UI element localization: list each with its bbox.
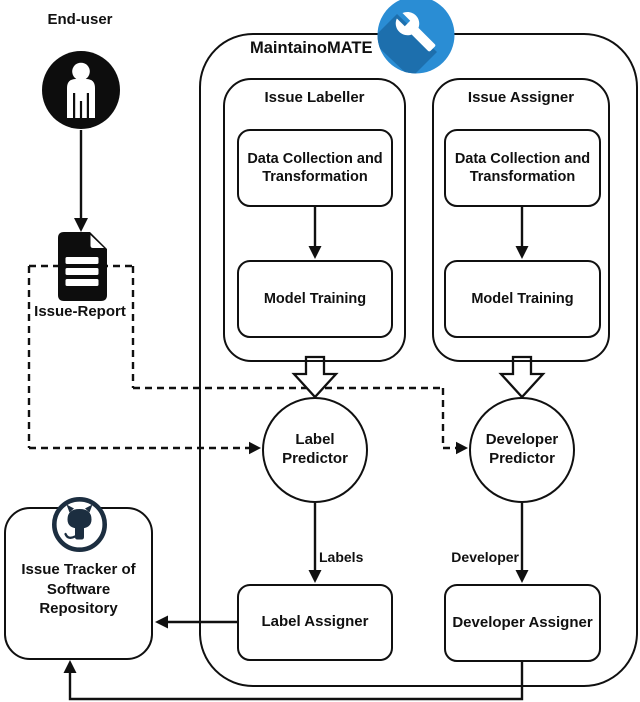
node-label-predictor: Label Predictor [262, 397, 368, 503]
document-line [65, 257, 99, 264]
arrowhead [456, 441, 468, 455]
avatar-arm-line [86, 93, 89, 118]
avatar-leg-gap [79, 101, 83, 118]
node-issue-tracker: Issue Tracker of Software Repository [4, 507, 153, 660]
developer-edge-label: Developer [451, 549, 519, 565]
document-fold [90, 235, 104, 248]
avatar-head [72, 62, 90, 81]
document-line [65, 279, 99, 286]
node-developer-assigner: Developer Assigner [444, 584, 601, 662]
maintainomate-label: MaintainoMATE [250, 39, 373, 57]
document-icon [58, 232, 107, 301]
labels-edge-label: Labels [319, 549, 364, 565]
end-user-label: End-user [47, 11, 113, 28]
avatar-arm-line [73, 93, 76, 118]
arrowhead [308, 246, 322, 259]
wrench-shadow [377, 14, 437, 74]
github-octocat-icon [51, 496, 108, 553]
octocat-ear [85, 504, 93, 513]
arrow-devassigner-to-tracker-feedback [68, 661, 524, 701]
node-data-collection-left: Data Collection and Transformation [237, 129, 393, 207]
arrowhead [63, 660, 77, 673]
document-body [58, 232, 107, 301]
octocat-head [67, 509, 92, 529]
node-model-training-right: Model Training [444, 260, 601, 338]
octocat-body [75, 526, 84, 540]
node-developer-predictor: Developer Predictor [469, 397, 575, 503]
issue-assigner-title: Issue Assigner [467, 89, 575, 106]
arrowhead [249, 441, 261, 455]
block-arrow-labeller [291, 355, 339, 399]
arrowhead [308, 570, 322, 583]
node-data-collection-right: Data Collection and Transformation [444, 129, 601, 207]
octocat-ear [66, 504, 74, 513]
user-icon [42, 51, 120, 129]
issue-assigner-module: Issue Assigner [432, 78, 610, 362]
block-arrow-assigner [498, 355, 546, 399]
octocat-tail [64, 532, 77, 539]
issue-labeller-module: Issue Labeller [223, 78, 406, 362]
arrowhead [515, 570, 529, 583]
issue-labeller-title: Issue Labeller [264, 89, 365, 106]
node-label-assigner: Label Assigner [237, 584, 393, 661]
wrench-badge [377, 0, 455, 74]
arrowhead [155, 615, 168, 629]
wrench-icon [395, 11, 436, 52]
node-model-training-left: Model Training [237, 260, 393, 338]
issue-report-label: Issue-Report [34, 303, 126, 320]
arrowhead [74, 218, 88, 232]
arrowhead [515, 246, 529, 259]
document-line [65, 268, 99, 275]
